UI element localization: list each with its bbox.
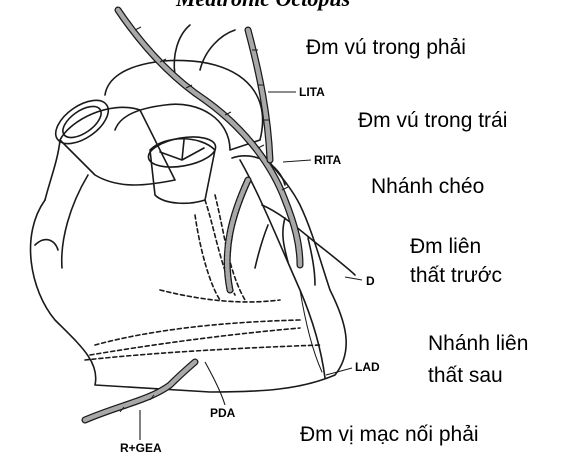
tag-rita: RITA [314, 153, 341, 167]
label-lad-vi-line1: Đm liên [410, 235, 481, 259]
tag-d: D [366, 274, 375, 288]
heart-outline [31, 150, 347, 392]
tag-lita: LITA [299, 85, 325, 99]
figure-title: Medtronic Octopus [176, 0, 350, 12]
label-pda-vi-line1: Nhánh liên [428, 332, 528, 356]
label-lad-vi-line2: thất trước [410, 264, 502, 288]
pda-leader [205, 362, 225, 405]
d-leader [345, 277, 362, 280]
aorta-opening [48, 92, 116, 153]
tag-pda: PDA [210, 406, 235, 420]
rita-leader [283, 160, 311, 162]
label-diagonal-vi: Nhánh chéo [371, 175, 484, 199]
tag-rgea: R+GEA [120, 441, 162, 452]
label-rima-vi: Đm vú trong phải [306, 36, 466, 60]
label-rgea-vi: Đm vị mạc nối phải [300, 423, 479, 447]
tag-lad: LAD [355, 360, 380, 374]
label-pda-vi-line2: thất sau [428, 364, 503, 388]
label-lima-vi: Đm vú trong trái [358, 109, 507, 133]
aortic-arch [105, 60, 263, 150]
